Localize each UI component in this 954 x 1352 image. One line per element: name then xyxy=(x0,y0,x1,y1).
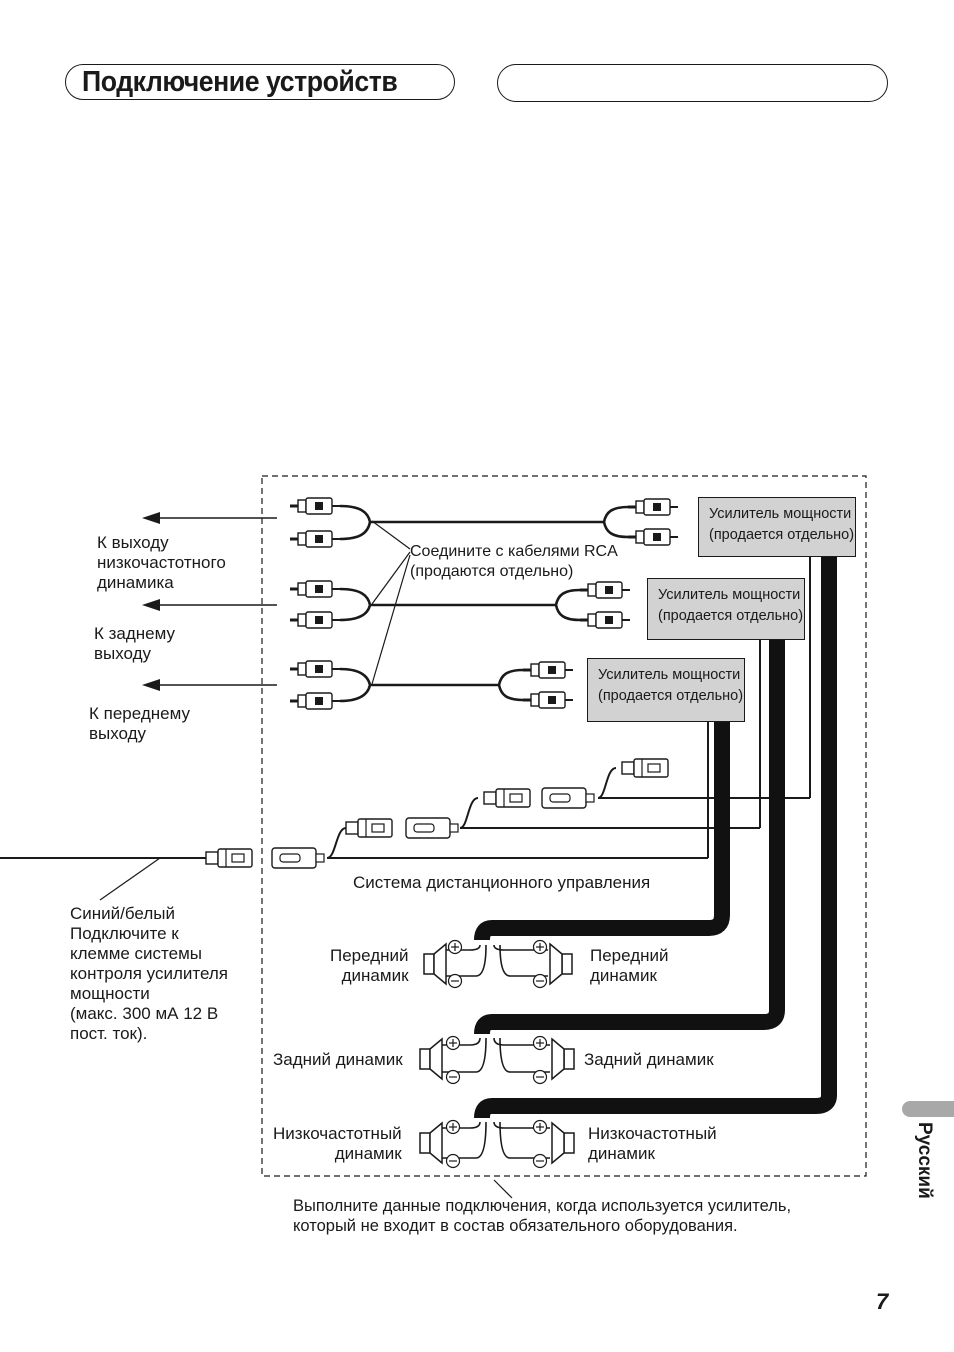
footer-note: Выполните данные подключения, когда испо… xyxy=(293,1197,792,1235)
blue-white-note: Синий/белый Подключите к клемме системы … xyxy=(70,904,228,1043)
rear-speaker-left-label: Задний динамик xyxy=(273,1050,403,1069)
speakers xyxy=(419,943,575,1164)
polarity-marks xyxy=(445,939,548,1169)
page-title: Подключение устройств xyxy=(82,66,398,98)
remote-connectors xyxy=(205,758,669,869)
rca-plugs-left xyxy=(288,496,342,711)
remote-wire xyxy=(0,767,810,859)
rear-output-label: К заднему выходу xyxy=(94,624,176,663)
sub-speaker-right-label: Низкочастотный динамик xyxy=(588,1124,717,1163)
front-speaker-left-label: Передний динамик xyxy=(330,946,409,985)
front-output-label: К переднему выходу xyxy=(89,704,190,743)
empty-title-frame xyxy=(497,64,888,102)
output-arrows xyxy=(142,512,277,691)
rear-speaker-right-label: Задний динамик xyxy=(584,1050,714,1069)
sub-speaker-left-label: Низкочастотный динамик xyxy=(273,1124,402,1163)
subwoofer-output-label: К выходу низкочастотного динамика xyxy=(97,533,226,592)
optional-equipment-boundary xyxy=(261,475,867,1177)
title-frame xyxy=(65,64,455,100)
amplifier-subwoofer: Усилитель мощности (продается отдельно) xyxy=(698,497,856,557)
amplifier-rear: Усилитель мощности (продается отдельно) xyxy=(647,578,805,640)
language-label: Русский xyxy=(914,1122,935,1199)
amplifier-front: Усилитель мощности (продается отдельно) xyxy=(587,658,745,722)
page-number: 7 xyxy=(876,1289,889,1314)
language-tab xyxy=(902,1101,954,1117)
remote-system-label: Система дистанционного управления xyxy=(353,873,651,892)
rca-note: Соедините с кабелями RCA (продаются отде… xyxy=(410,543,618,580)
front-speaker-right-label: Передний динамик xyxy=(590,946,669,985)
